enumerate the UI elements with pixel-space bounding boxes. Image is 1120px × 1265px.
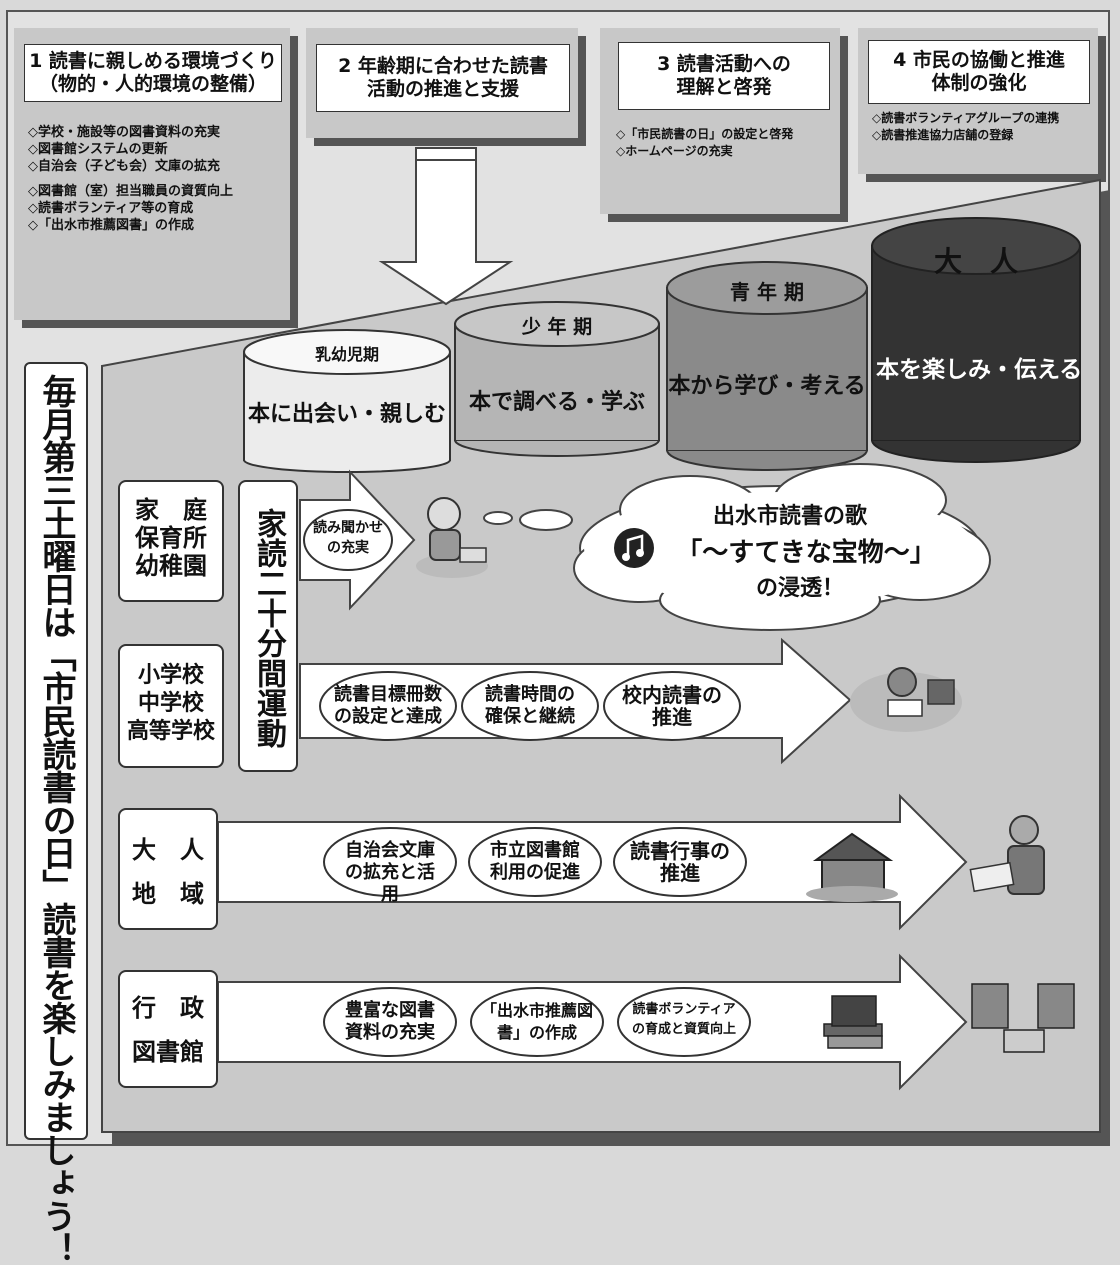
policy-item: ◇図書館システムの更新	[28, 142, 168, 157]
group-box-adults-community: 大 人 地 域	[118, 808, 218, 930]
item-school-reading: 校内読書の推進	[622, 683, 722, 729]
stage-name-1: 乳幼児期	[314, 345, 379, 364]
stage-name-3: 青 年 期	[730, 280, 804, 304]
family-reading-campaign-box: 家読二十分間運動	[238, 480, 298, 772]
group-box-schools: 小学校 中学校 高等学校	[118, 644, 224, 768]
group-line: 小学校	[137, 663, 204, 688]
item-community-library: 自治会文庫の拡充と活用	[345, 840, 435, 905]
policy-title-1-line1: 1 読書に親しめる環境づくり	[29, 50, 277, 72]
policy-title-1-line2: （物的・人的環境の整備）	[38, 73, 267, 95]
books-stack-illustration	[823, 995, 883, 1049]
family-reading-campaign-text: 家読二十分間運動	[251, 508, 286, 748]
main-diagram-graphics	[101, 147, 1110, 1144]
house-illustration	[806, 832, 898, 902]
group-line: 高等学校	[126, 719, 215, 744]
group-line: 保育所	[135, 524, 207, 552]
policy-box-1: 1 読書に親しめる環境づくり （物的・人的環境の整備） ◇学校・施設等の図書資料…	[14, 28, 290, 320]
group-line: 大 人	[132, 836, 204, 864]
citizen-reading-day-banner: 毎月第三土曜日は「市民読書の日」読書を楽しみましょう！	[24, 362, 88, 1265]
policy-item: ◇ホームページの充実	[616, 144, 733, 158]
policy-title-3: 3 読書活動への 理解と啓発	[618, 42, 830, 110]
policy-title-2-line2: 活動の推進と支援	[366, 78, 519, 100]
down-arrow	[378, 147, 514, 306]
item-reading-goal: 読書目標冊数の設定と達成	[334, 684, 442, 727]
banner-text: 毎月第三土曜日は「市民読書の日」読書を楽しみましょう！	[36, 374, 76, 1265]
group-line: 図書館	[132, 1038, 204, 1066]
policy-title-2: 2 年齢期に合わせた読書 活動の推進と支援	[316, 44, 570, 112]
policy-box-4: 4 市民の協働と推進 体制の強化 ◇読書ボランティアグループの連携 ◇読書推進協…	[858, 28, 1098, 174]
item-city-library-use: 市立図書館利用の促進	[490, 840, 580, 883]
song-spread: の浸透！	[755, 576, 844, 601]
item-reading-time: 読書時間の確保と継続	[485, 684, 575, 727]
group-line: 家 庭	[135, 496, 207, 524]
policy-item: ◇読書ボランティアグループの連携	[872, 111, 1060, 125]
group-box-home-nursery-kindergarten: 家 庭 保育所 幼稚園	[118, 480, 224, 602]
policy-item: ◇読書ボランティア等の育成	[28, 201, 194, 216]
song-cloud-fill	[584, 492, 976, 604]
thought-bubble-2	[519, 509, 573, 531]
student-studying-illustration	[850, 667, 962, 732]
group-line: 幼稚園	[135, 552, 207, 580]
policy-title-3-line2: 理解と啓発	[676, 76, 772, 98]
policy-title-1: 1 読書に親しめる環境づくり （物的・人的環境の整備）	[24, 44, 282, 102]
song-name: 「〜すてきな宝物〜」	[676, 538, 936, 568]
policy-item: ◇自治会（子ども会）文庫の拡充	[28, 159, 220, 174]
policy-item: ◇学校・施設等の図書資料の充実	[28, 125, 220, 140]
stage-name-2: 少 年 期	[521, 316, 593, 338]
stage-cylinder-1	[243, 329, 451, 473]
child-reading-illustration	[416, 497, 488, 578]
item-read-aloud: 読み聞かせの充実	[313, 520, 383, 556]
group-line: 中学校	[137, 691, 204, 716]
group-box-government-library: 行 政 図書館	[118, 970, 218, 1088]
music-note-icon	[614, 528, 654, 568]
stage-cylinder-2	[454, 301, 660, 457]
stage-cylinder-3	[666, 261, 868, 471]
item-reading-events: 読書行事の推進	[630, 839, 730, 885]
group-line: 行 政	[132, 994, 204, 1022]
song-title: 出水市読書の歌	[712, 504, 867, 529]
policy-list-4: ◇読書ボランティアグループの連携 ◇読書推進協力店舗の登録	[872, 110, 1059, 144]
item-volunteer-training: 読書ボランティアの育成と資質向上	[631, 1002, 736, 1037]
library-illustration	[971, 983, 1075, 1053]
group-line: 地 域	[132, 880, 204, 908]
policy-box-3: 3 読書活動への 理解と啓発 ◇「市民読書の日」の設定と啓発 ◇ホームページの充…	[600, 28, 840, 214]
stage-slogan-2: 本で調べる・学ぶ	[468, 390, 645, 415]
item-recommended-books: 「出水市推薦図書」の作成	[480, 1001, 593, 1042]
policy-list-3: ◇「市民読書の日」の設定と啓発 ◇ホームページの充実	[616, 126, 793, 160]
stage-slogan-4: 本を楽しみ・伝える	[876, 357, 1083, 383]
policy-list-1: ◇学校・施設等の図書資料の充実 ◇図書館システムの更新 ◇自治会（子ども会）文庫…	[28, 124, 233, 234]
item-rich-materials: 豊富な図書資料の充実	[345, 1000, 435, 1043]
policy-title-3-line1: 3 読書活動への	[657, 53, 791, 75]
policy-item: ◇読書推進協力店舗の登録	[872, 128, 1014, 142]
stage-name-4: 大 人	[933, 245, 1018, 278]
policy-title-2-line1: 2 年齢期に合わせた読書	[338, 55, 548, 77]
thought-bubble-1	[483, 511, 513, 525]
policy-box-2: 2 年齢期に合わせた読書 活動の推進と支援	[306, 28, 578, 138]
policy-item: ◇「出水市推薦図書」の作成	[28, 218, 194, 233]
stage-slogan-1: 本に出会い・親しむ	[248, 402, 447, 427]
policy-title-4-line2: 体制の強化	[931, 72, 1027, 94]
policy-title-4-line1: 4 市民の協働と推進	[893, 49, 1065, 71]
item-ellipses	[303, 509, 751, 1057]
adult-reading-illustration	[969, 815, 1045, 895]
policy-item: ◇図書館（室）担当職員の資質向上	[28, 184, 233, 199]
policy-title-4: 4 市民の協働と推進 体制の強化	[868, 40, 1090, 104]
stage-slogan-3: 本から学び・考える	[668, 374, 866, 399]
stage-cylinder-4	[871, 217, 1081, 463]
policy-item: ◇「市民読書の日」の設定と啓発	[616, 127, 794, 141]
